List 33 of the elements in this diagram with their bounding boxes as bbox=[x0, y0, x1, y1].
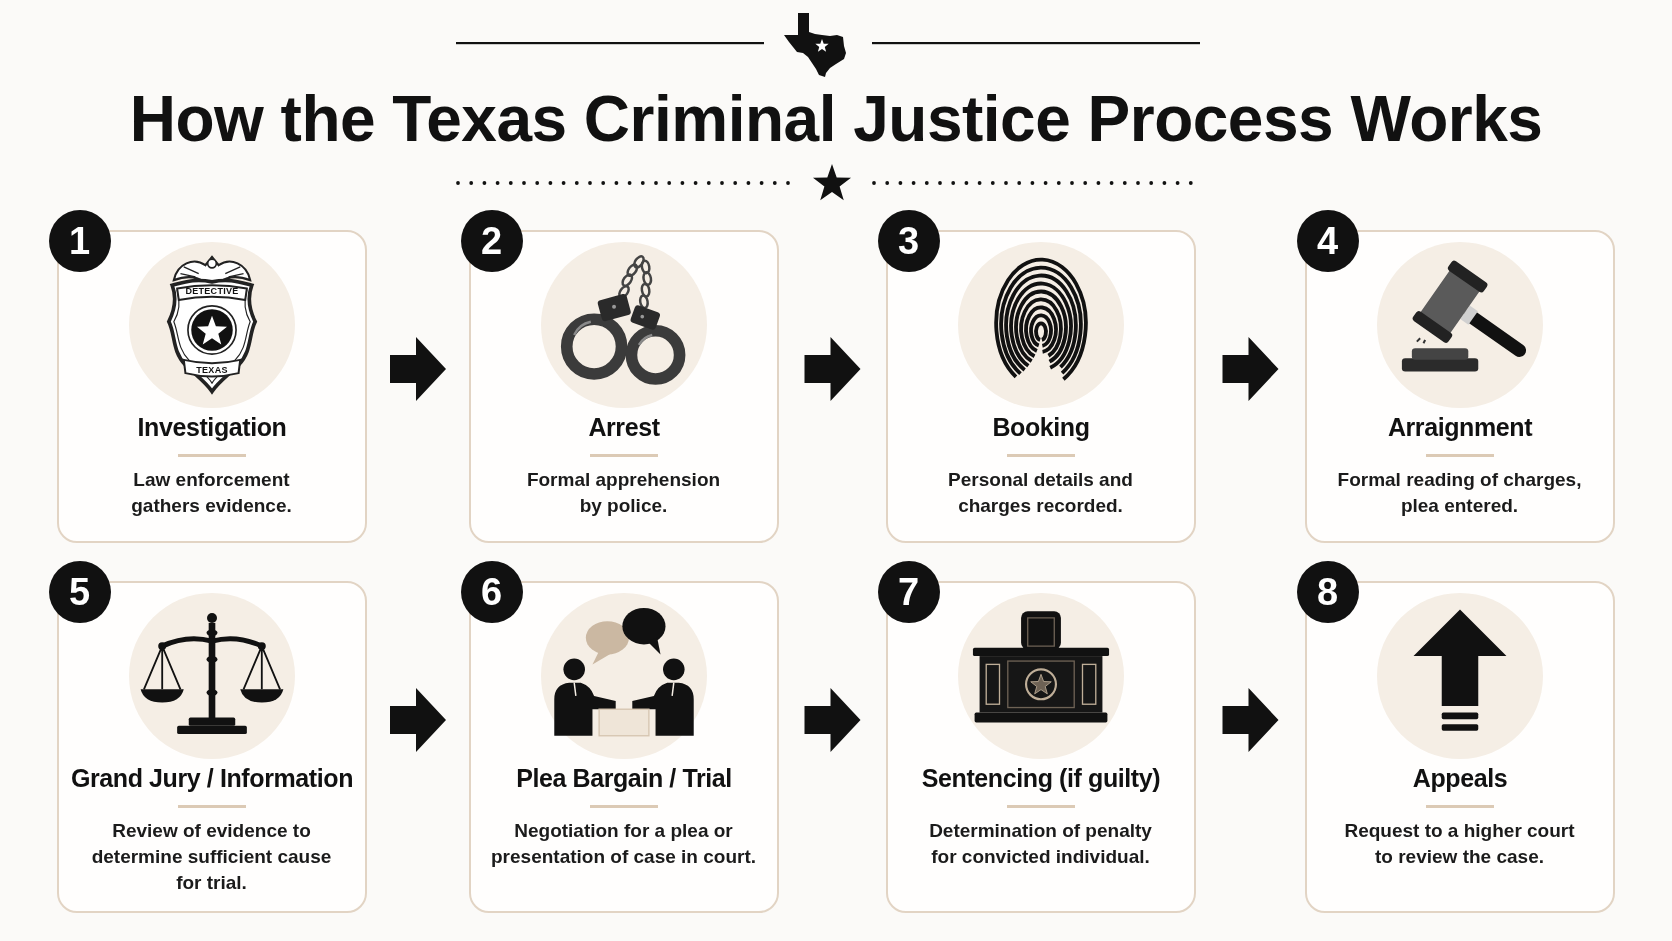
number-badge: 8 bbox=[1296, 560, 1359, 623]
step-title: Appeals bbox=[1411, 762, 1509, 793]
arrow bbox=[804, 688, 861, 752]
arrow bbox=[1222, 688, 1279, 752]
step-description: Formal reading of charges, plea entered. bbox=[1336, 467, 1583, 518]
arrow bbox=[804, 337, 861, 401]
number-badge: 1 bbox=[48, 209, 111, 272]
badge-text: DETECTIVE bbox=[185, 286, 239, 296]
arrow bbox=[390, 688, 446, 752]
step-description: Negotiation for a plea or presentation of case in court. bbox=[490, 818, 757, 869]
step-description: Request to a higher court to review the case. bbox=[1343, 818, 1576, 869]
arrow bbox=[390, 337, 446, 401]
number-badge: 6 bbox=[460, 560, 523, 623]
step-description: Determination of penalty for convicted individual. bbox=[928, 818, 1153, 869]
step-description: Formal apprehension by police. bbox=[525, 467, 722, 518]
badge-text: TEXAS bbox=[196, 365, 228, 375]
step-title: Booking bbox=[991, 411, 1091, 442]
step-title: Investigation bbox=[136, 411, 288, 442]
arrow bbox=[1222, 337, 1279, 401]
step-title: Arrest bbox=[587, 411, 661, 442]
number-badge: 7 bbox=[877, 560, 940, 623]
step-description: Personal details and charges recorded. bbox=[947, 467, 1134, 518]
step-description: Law enforcement gathers evidence. bbox=[130, 467, 293, 518]
step-title: Grand Jury / Information bbox=[69, 762, 355, 793]
step-description: Review of evidence to determine sufficient cause for trial. bbox=[90, 818, 333, 895]
step-title: Arraignment bbox=[1386, 411, 1534, 442]
step-title: Sentencing (if guilty) bbox=[920, 762, 1162, 793]
number-badge: 2 bbox=[460, 209, 523, 272]
number-badge: 5 bbox=[48, 560, 111, 623]
number-badge: 3 bbox=[877, 209, 940, 272]
step-title: Plea Bargain / Trial bbox=[515, 762, 733, 793]
title: How the Texas Criminal Justice Process Works bbox=[128, 84, 1544, 154]
number-badge: 4 bbox=[1296, 209, 1359, 272]
